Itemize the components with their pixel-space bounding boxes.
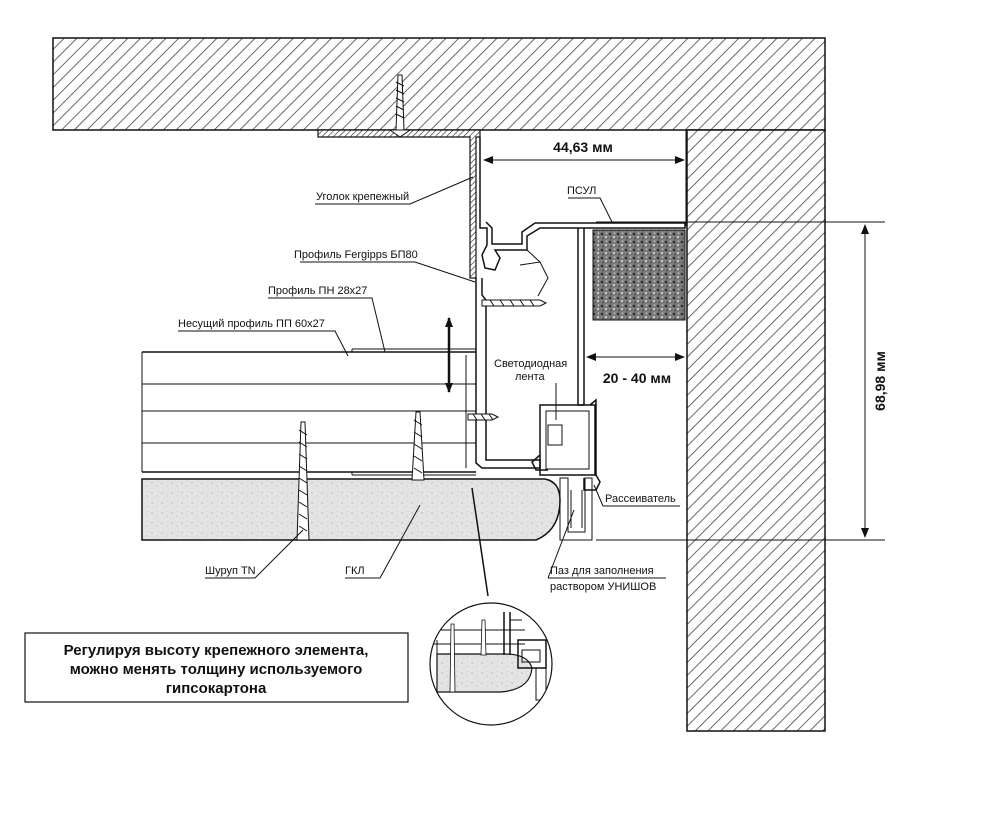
note-line-3: гипсокартона [166,680,267,697]
label-groove-line2: раствором УНИШОВ [550,581,656,593]
profile-bp80 [467,137,686,541]
label-fixing-angle: Уголок крепежный [316,191,409,203]
gypsum-board [141,478,561,541]
label-profile-pp: Несущий профиль ПП 60x27 [178,318,325,330]
labels: Уголок крепежный Профиль Fergipps БП80 П… [178,185,676,593]
label-gkl: ГКЛ [345,565,365,577]
carrier-profiles [141,348,476,476]
note-box: Регулируя высоту крепежного элемента, мо… [24,632,409,703]
label-led-line2: лента [515,371,546,383]
label-led-line1: Светодиодная [494,358,567,370]
dimension-height: 68,98 мм [596,221,888,541]
label-profile-bp80: Профиль Fergipps БП80 [294,249,418,261]
dimension-width-value: 44,63 мм [553,139,613,155]
ceiling-slab [52,37,826,131]
dimension-gap: 20 - 40 мм [586,353,685,386]
label-diffuser: Рассеиватель [605,493,676,505]
note-line-1: Регулируя высоту крепежного элемента, [64,642,369,659]
leader-lines [178,176,680,597]
dimension-width: 44,63 мм [483,130,687,226]
detail-zoom-circle [429,602,553,726]
label-psul: ПСУЛ [567,185,596,197]
note-line-2: можно менять толщину используемого [70,661,363,678]
screws-tn [296,411,425,541]
label-screw: Шуруп TN [205,565,256,577]
wall [686,129,826,732]
dimension-gap-value: 20 - 40 мм [603,370,671,386]
label-profile-pn: Профиль ПН 28x27 [268,285,367,297]
psul-seal [592,229,686,321]
label-groove-line1: Паз для заполнения [550,565,654,577]
dimension-height-value: 68,98 мм [872,351,888,411]
